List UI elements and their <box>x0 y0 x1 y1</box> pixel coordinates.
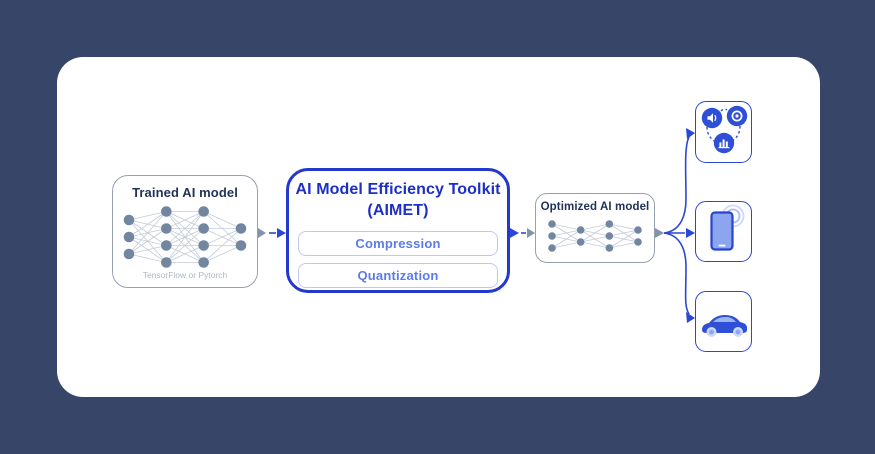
car-window <box>713 317 736 322</box>
speaker-icon <box>707 113 713 123</box>
trained-model-title: Trained AI model <box>132 185 238 200</box>
quantization-button: Quantization <box>298 263 498 288</box>
aimet-title-line2: (AIMET) <box>367 202 429 219</box>
car-wheel-rear-hub <box>709 329 714 335</box>
use-case-car <box>695 291 752 352</box>
camera-lens-icon <box>731 110 743 122</box>
curve-to-multimedia <box>663 136 690 234</box>
arrowhead-out-aimet <box>510 228 519 238</box>
aimet-box: AI Model Efficiency Toolkit (AIMET) Comp… <box>286 168 510 293</box>
arrowhead-out-trained <box>258 228 266 238</box>
use-case-smartphone <box>695 201 752 262</box>
arrowhead-into-multimedia <box>686 128 695 139</box>
arrowhead-into-optimized <box>527 228 535 238</box>
dashed-link-top <box>720 108 728 112</box>
use-case-multimedia <box>695 101 752 163</box>
diagram-card: Trained AI model TensorFlow or Pytorch A… <box>57 57 820 397</box>
car-graphic <box>702 315 747 337</box>
smartphone-icon <box>710 211 734 251</box>
aimet-title: AI Model Efficiency Toolkit (AIMET) <box>289 179 507 221</box>
arrowhead-into-car <box>686 312 695 323</box>
speaker-wave <box>714 114 717 122</box>
multimedia-devices-graphic <box>701 105 748 154</box>
arrowhead-fan-junction <box>655 228 664 238</box>
trained-neural-network-graphic <box>123 206 247 268</box>
bar-chart-bar2 <box>722 139 725 147</box>
optimized-model-title: Optimized AI model <box>540 201 650 213</box>
optimized-neural-network-graphic <box>548 220 642 252</box>
arrowhead-into-aimet <box>277 228 286 238</box>
bar-chart-bar3 <box>725 141 728 147</box>
car-wheel-front-hub <box>735 329 741 335</box>
compression-button: Compression <box>298 231 498 256</box>
curve-to-car <box>663 232 690 315</box>
optimized-model-box: Optimized AI model <box>535 193 655 263</box>
framework-caption: TensorFlow or Pytorch <box>142 270 228 280</box>
arrowhead-into-smartphone <box>686 228 695 238</box>
trained-model-box: Trained AI model TensorFlow or Pytorch <box>112 175 258 288</box>
aimet-title-line1: AI Model Efficiency Toolkit <box>295 181 501 198</box>
camera-lens-dot <box>735 114 739 118</box>
phone-speaker-slot <box>718 244 726 247</box>
smartphone-graphic <box>710 204 745 251</box>
bar-chart-icon <box>719 142 722 147</box>
